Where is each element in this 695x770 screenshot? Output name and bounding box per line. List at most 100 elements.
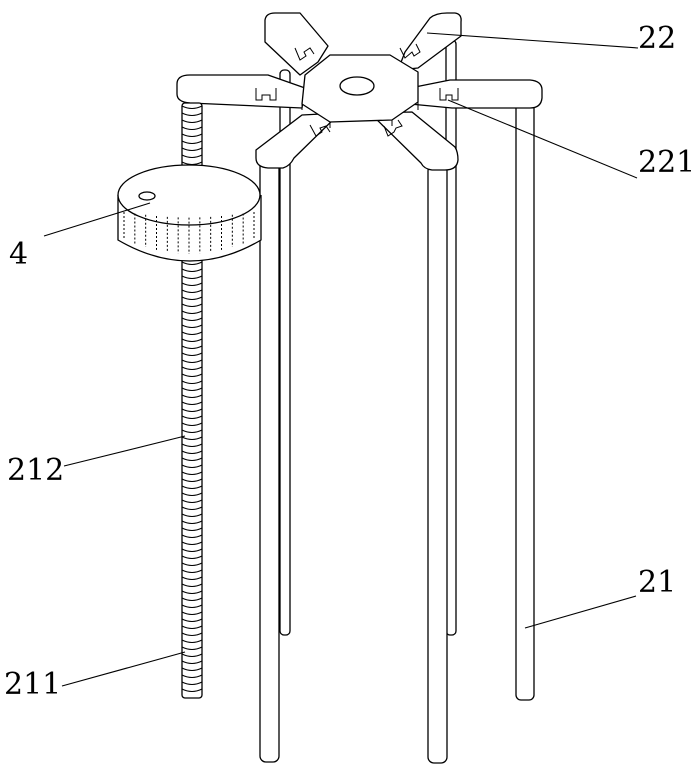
thread-turn — [181, 653, 203, 657]
thread-turn — [181, 527, 203, 531]
thread-turn — [181, 338, 203, 342]
thread-turn — [181, 625, 203, 629]
thread-turn — [181, 492, 203, 496]
slot-front-left — [309, 124, 331, 137]
thread-turn — [181, 548, 203, 552]
thread-turn — [181, 576, 203, 580]
leader-212 — [63, 435, 186, 467]
thread-turn — [181, 268, 203, 272]
support-rod-front — [427, 164, 448, 764]
slot-back-right — [399, 43, 421, 59]
thread-turn — [181, 331, 203, 335]
thread-turn — [181, 154, 203, 158]
thread-turn — [181, 436, 203, 440]
slot-left — [255, 88, 277, 101]
thread-turn — [181, 646, 203, 650]
thread-turn — [181, 478, 203, 482]
thread-turn — [181, 147, 203, 151]
thread-turn — [181, 597, 203, 601]
thread-turn — [181, 583, 203, 587]
thread-turn — [181, 471, 203, 475]
thread-turn — [181, 611, 203, 615]
label-22: 22 — [638, 21, 676, 56]
star-arm-front-left — [255, 112, 341, 169]
thread-turn — [181, 485, 203, 489]
reference-labels: 22 221 4 212 21 211 — [4, 21, 695, 702]
thread-turn — [181, 359, 203, 363]
thread-turn — [181, 667, 203, 671]
disc-knurling — [123, 212, 255, 254]
thread-turn — [181, 604, 203, 608]
star-arm-right — [409, 79, 543, 109]
disc-top — [117, 164, 261, 226]
support-rod-right — [515, 99, 535, 701]
thread-turn — [181, 394, 203, 398]
support-rod-front-left — [259, 159, 280, 763]
star-bracket — [176, 12, 543, 171]
label-211: 211 — [4, 667, 61, 702]
label-221: 221 — [638, 145, 695, 180]
star-arm-front-right — [369, 111, 459, 171]
thread-turn — [181, 422, 203, 426]
thread-turn — [181, 639, 203, 643]
thread-turn — [181, 345, 203, 349]
thread-turn — [181, 513, 203, 517]
thread-turn — [181, 387, 203, 391]
label-4: 4 — [9, 237, 28, 272]
leader-21 — [524, 595, 637, 629]
thread-turn — [181, 105, 203, 109]
thread-turn — [181, 499, 203, 503]
thread-turn — [181, 506, 203, 510]
thread-turn — [181, 681, 203, 685]
thread-turn — [181, 310, 203, 314]
arm-slots — [255, 43, 459, 137]
thread-turn — [181, 569, 203, 573]
support-rod-back-left — [279, 69, 291, 636]
label-21: 21 — [638, 565, 676, 600]
thread-turn — [181, 660, 203, 664]
thread-turn — [181, 303, 203, 307]
thread-turn — [181, 380, 203, 384]
thread-turn — [181, 140, 203, 144]
thread-turn — [181, 618, 203, 622]
star-center-hole — [339, 76, 375, 96]
thread-turn — [181, 112, 203, 116]
leader-lines — [43, 32, 639, 687]
thread-turn — [181, 133, 203, 137]
thread-turn — [181, 534, 203, 538]
thread-turn — [181, 632, 203, 636]
thread-turn — [181, 366, 203, 370]
leader-211 — [61, 651, 186, 687]
leader-221 — [447, 99, 638, 179]
thread-turn — [181, 541, 203, 545]
slot-front-right — [383, 119, 403, 137]
thread-turn — [181, 401, 203, 405]
leader-22 — [426, 32, 639, 49]
thread-turn — [181, 450, 203, 454]
slot-right — [439, 88, 459, 101]
thread-turn — [181, 562, 203, 566]
thread-turn — [181, 688, 203, 692]
leader-4 — [43, 202, 151, 237]
thread-turn — [181, 415, 203, 419]
thread-turn — [181, 373, 203, 377]
thread-turn — [181, 317, 203, 321]
thread-turn — [181, 324, 203, 328]
thread-turn — [181, 261, 203, 265]
thread-turn — [181, 555, 203, 559]
thread-turn — [181, 275, 203, 279]
thread-turn — [181, 674, 203, 678]
thread-turn — [181, 119, 203, 123]
thread-turn — [181, 408, 203, 412]
thread-turn — [181, 520, 203, 524]
thread-turn — [181, 289, 203, 293]
label-212: 212 — [7, 453, 64, 488]
thread-turn — [181, 282, 203, 286]
star-arm-back-left — [264, 12, 329, 76]
thread-turn — [181, 443, 203, 447]
thread-turn — [181, 590, 203, 594]
thread-turn — [181, 429, 203, 433]
slot-back-left — [294, 47, 315, 61]
